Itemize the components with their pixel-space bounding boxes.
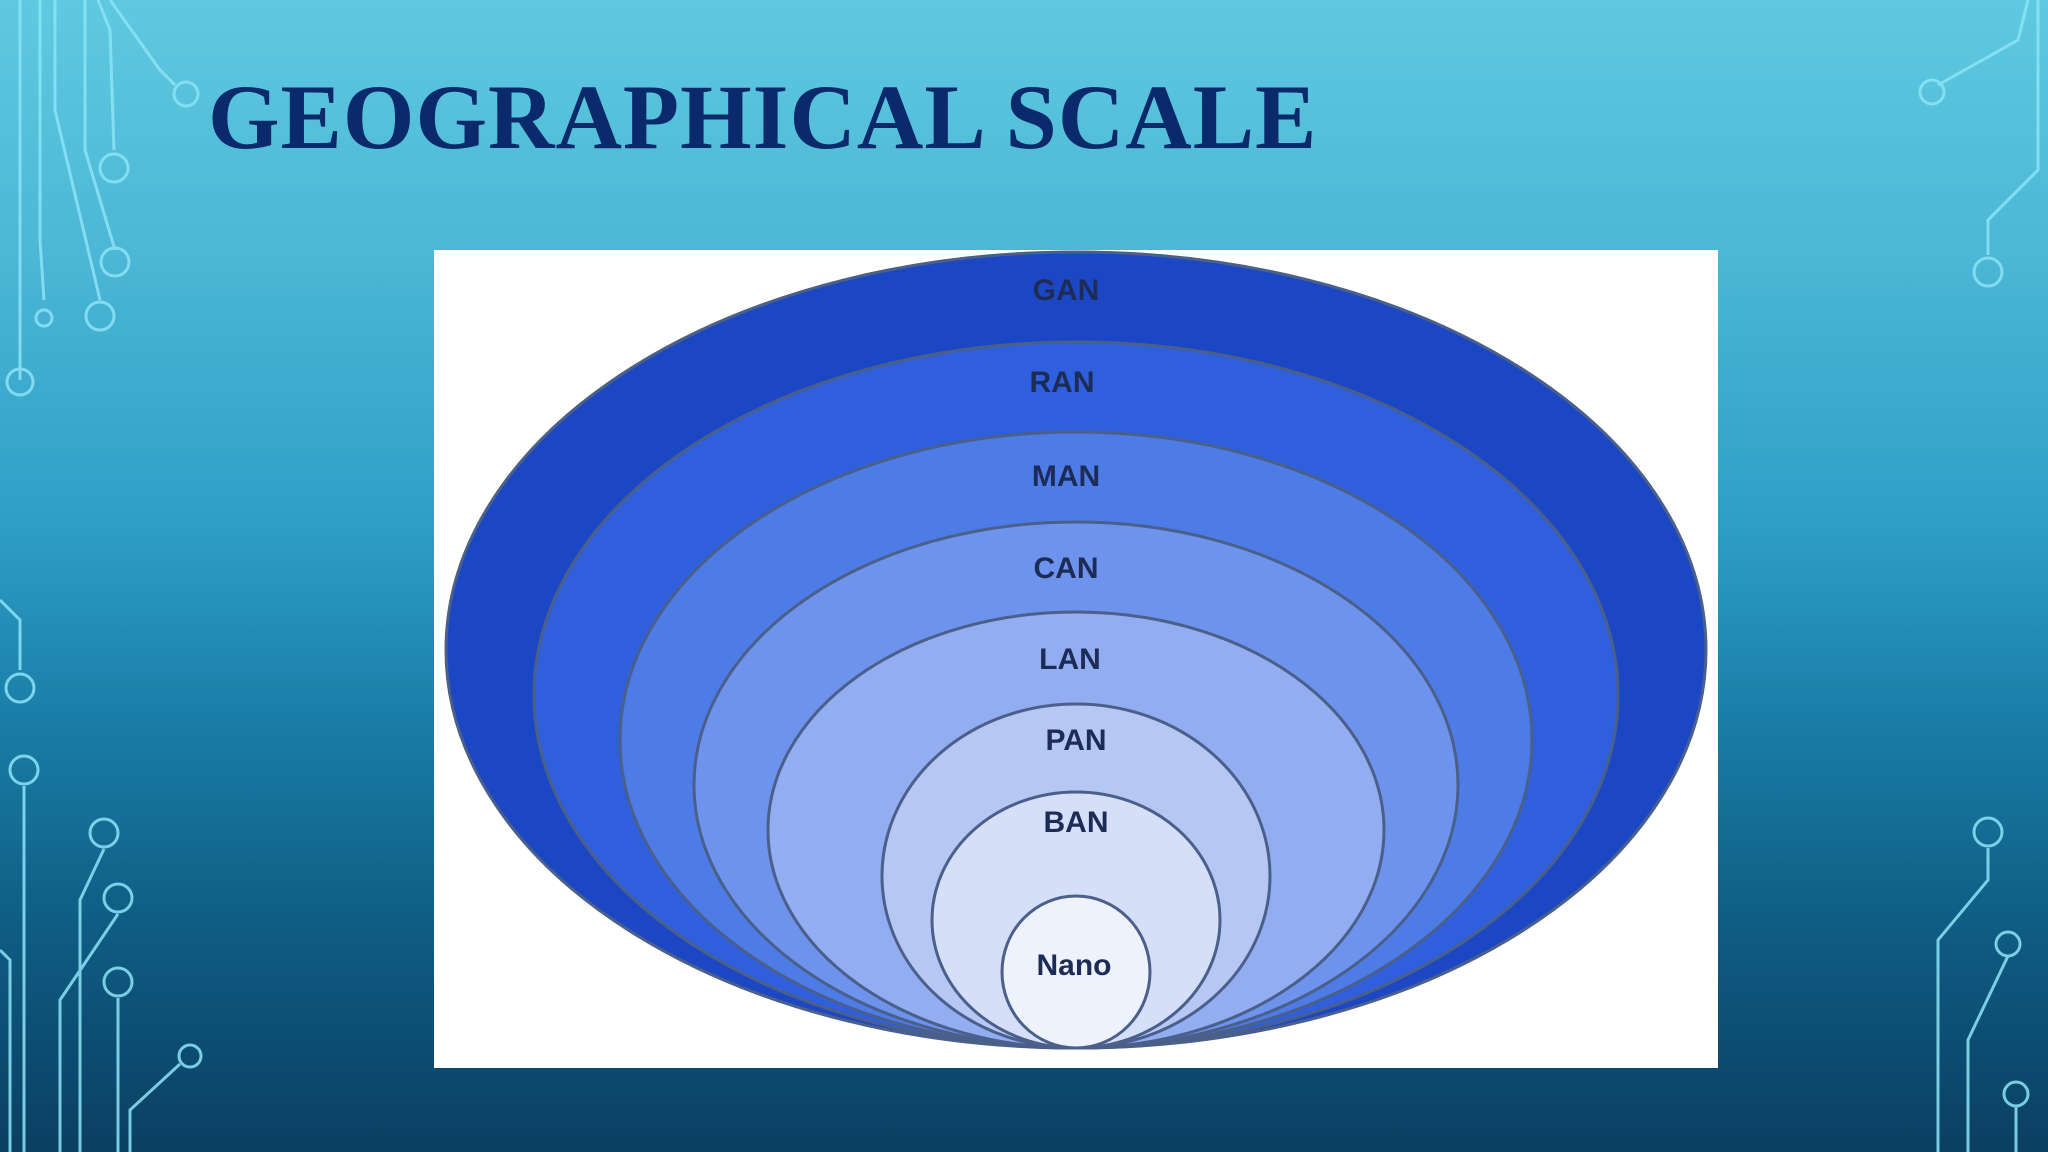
slide-title: GEOGRAPHICAL SCALE [208, 66, 1318, 168]
label-ran: RAN [1030, 366, 1095, 399]
label-pan: PAN [1045, 724, 1106, 757]
label-gan: GAN [1033, 274, 1100, 307]
circuit-decoration-left [0, 0, 203, 1152]
geographical-scale-diagram: GAN RAN MAN CAN LAN PAN BAN Nano [434, 250, 1718, 1068]
layer-nano [1000, 894, 1152, 1050]
label-can: CAN [1034, 552, 1099, 585]
label-nano: Nano [1037, 949, 1112, 982]
nested-ellipses: GAN RAN MAN CAN LAN PAN BAN Nano [444, 250, 1708, 1050]
label-ban: BAN [1044, 806, 1109, 839]
label-lan: LAN [1039, 643, 1101, 676]
label-man: MAN [1032, 460, 1100, 493]
circuit-decoration-right [1918, 0, 2040, 1152]
